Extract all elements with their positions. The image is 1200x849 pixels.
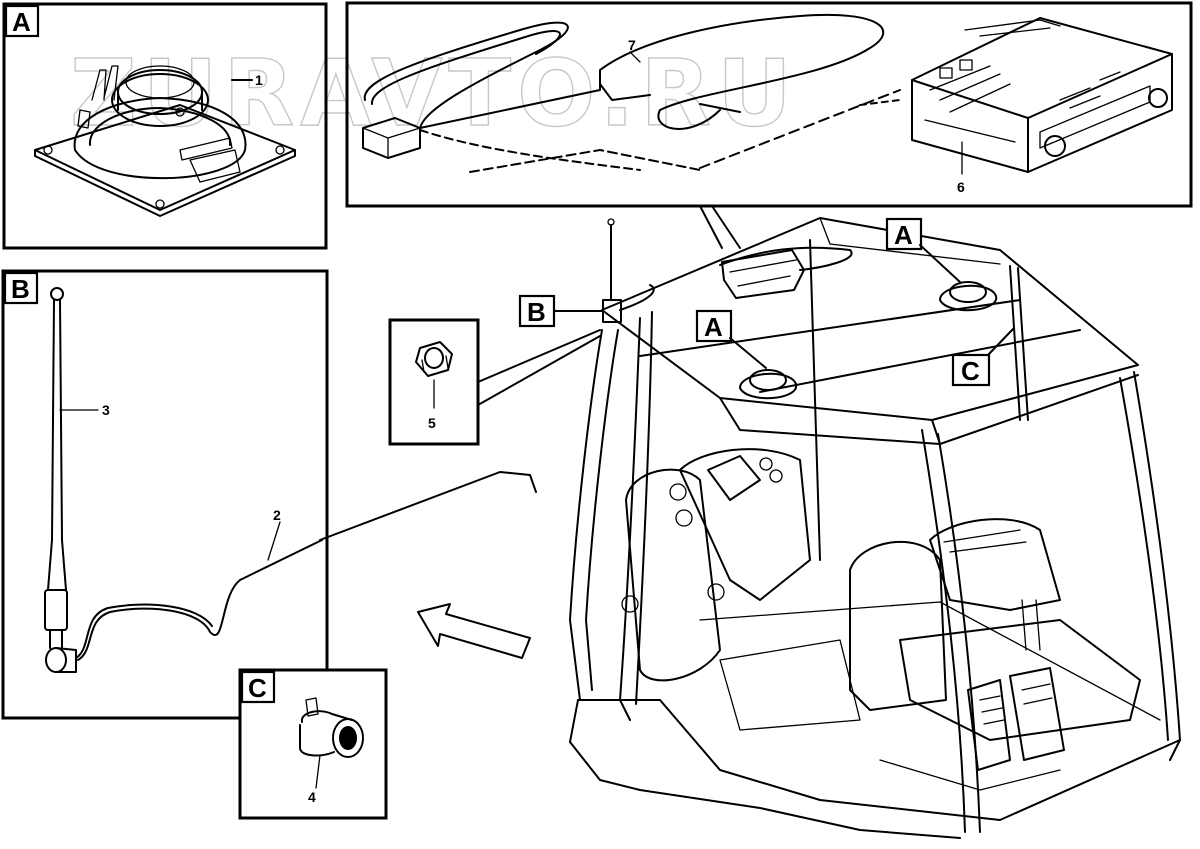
socket-illustration bbox=[299, 697, 364, 758]
view-direction-arrow bbox=[417, 603, 531, 659]
panel-a: A 1 bbox=[2, 2, 328, 250]
callout-c: C bbox=[951, 327, 1015, 387]
radio-panel: 7 6 bbox=[345, 1, 1193, 249]
speaker-illustration bbox=[34, 65, 296, 217]
panel-a-label-box bbox=[4, 4, 40, 38]
callout-a-top: A bbox=[885, 217, 961, 283]
wiring-harness bbox=[362, 14, 901, 173]
watermark-text: ZURAVTO.RU bbox=[70, 40, 798, 147]
antenna-rod bbox=[44, 287, 77, 673]
antenna-rod-part-number: 3 bbox=[102, 402, 110, 418]
harness-leader bbox=[629, 51, 641, 63]
panel-b-frame bbox=[1, 269, 329, 720]
cab-illustration bbox=[569, 217, 1181, 839]
antenna-cable bbox=[75, 471, 537, 661]
panel-c-label-box bbox=[240, 670, 276, 704]
speaker-part-number: 1 bbox=[255, 72, 263, 88]
socket-part-number: 4 bbox=[308, 789, 316, 805]
radio-part-number: 6 bbox=[957, 179, 965, 195]
nut-illustration bbox=[415, 341, 453, 377]
callout-b-label: B bbox=[527, 297, 546, 327]
callout-b: B bbox=[518, 294, 603, 328]
nut-part-number: 5 bbox=[428, 415, 436, 431]
radio-panel-frame bbox=[345, 1, 1193, 208]
callout-a-top-label: A bbox=[894, 220, 913, 250]
radio-unit bbox=[911, 17, 1173, 173]
nut-connector-lines bbox=[477, 329, 601, 406]
nut-inset: 5 bbox=[388, 318, 601, 446]
callout-a-mid: A bbox=[695, 309, 767, 369]
panel-a-frame bbox=[2, 2, 328, 250]
callout-c-label: C bbox=[961, 356, 980, 386]
panel-b-label-box bbox=[3, 271, 39, 305]
panel-c: C 4 bbox=[238, 668, 388, 820]
antenna-cable-leader bbox=[267, 521, 281, 561]
panel-b: B 3 2 bbox=[1, 269, 537, 720]
panel-b-label: B bbox=[11, 274, 30, 304]
antenna-cable-part-number: 2 bbox=[273, 507, 281, 523]
callout-a-mid-label: A bbox=[704, 312, 723, 342]
panel-c-label: C bbox=[248, 673, 267, 703]
radio-panel-connector bbox=[699, 205, 741, 249]
panel-a-label: A bbox=[12, 7, 31, 37]
socket-leader bbox=[315, 754, 321, 789]
harness-part-number: 7 bbox=[628, 37, 636, 53]
